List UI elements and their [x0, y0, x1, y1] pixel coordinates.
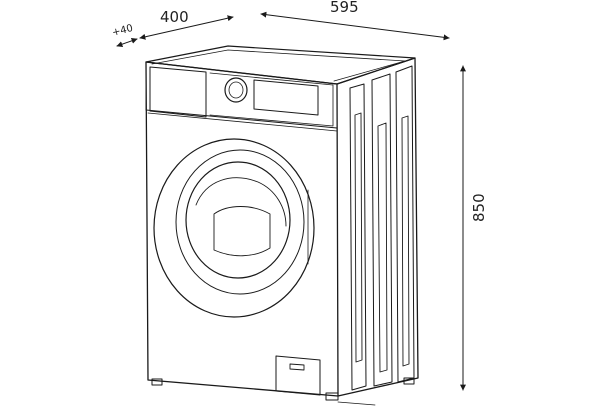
depth-dimension-line [139, 15, 234, 40]
side-rib-1-slot [354, 112, 363, 363]
height-label: 850 [470, 193, 488, 222]
foot-front-left [151, 378, 163, 386]
side-rib-2-slot [377, 122, 388, 373]
side-rib-1 [349, 83, 367, 391]
control-panel [145, 61, 338, 129]
filter-hatch-slot [289, 363, 305, 371]
base-shadow [337, 401, 376, 406]
filter-hatch [275, 355, 321, 396]
width-dimension-line [260, 11, 450, 41]
control-panel-edge [147, 112, 338, 132]
foot-back-right [403, 377, 415, 385]
front-panel [145, 61, 339, 397]
program-dial-inner [228, 81, 244, 99]
detergent-drawer [149, 66, 207, 118]
side-panel [336, 57, 419, 397]
side-rib-3-slot [401, 115, 410, 367]
dimension-lines [116, 11, 466, 391]
door-glass [185, 161, 291, 279]
program-dial-icon [224, 77, 248, 103]
door-glass-inner [195, 177, 287, 227]
depth-extra-label: +40 [111, 23, 134, 39]
washing-machine [145, 45, 419, 406]
top-panel-inner [151, 49, 406, 82]
top-panel [145, 45, 416, 85]
side-rib-3 [395, 65, 415, 383]
display-screen [253, 79, 319, 116]
door-outer-ring [153, 138, 315, 318]
door-ring [175, 149, 305, 295]
display-screen-outer [209, 72, 334, 127]
depth-label: 400 [160, 8, 189, 26]
depth-extra-dimension-line [116, 37, 138, 48]
side-rib-2 [371, 73, 393, 387]
door-glass-shine [213, 206, 271, 257]
width-label: 595 [330, 0, 359, 16]
foot-front-right [325, 392, 339, 401]
